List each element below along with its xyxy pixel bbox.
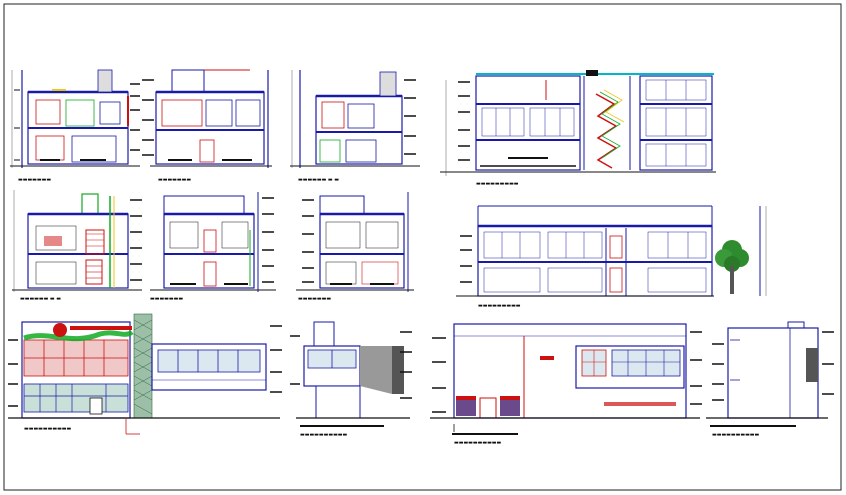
elevation-front: ▬▬▬▬▬▬▬▬▬▬ — [8, 313, 282, 435]
section-a: ▬▬▬▬▬▬▬ — [10, 69, 140, 183]
section-g-title: ▬▬▬▬▬▬▬ — [298, 296, 331, 302]
elevation-rear-title: ▬▬▬▬▬▬▬▬▬▬ — [454, 440, 502, 446]
tree-icon — [715, 240, 749, 294]
section-f: ▬▬▬▬▬▬▬ — [150, 192, 276, 302]
section-d-title: ▬▬▬▬▬▬▬▬▬ — [476, 181, 519, 187]
elevation-side-2-title: ▬▬▬▬▬▬▬▬▬▬ — [712, 432, 760, 438]
section-b: ▬▬▬▬▬▬▬ — [142, 69, 272, 183]
section-f-title: ▬▬▬▬▬▬▬ — [150, 296, 183, 302]
section-e: ▬▬▬▬▬▬ ▬ ▬ — [12, 190, 142, 302]
section-c-title: ▬▬▬▬▬▬ ▬ ▬ — [298, 177, 339, 183]
section-b-title: ▬▬▬▬▬▬▬ — [158, 177, 191, 183]
elevation-rear: ▬▬▬▬▬▬▬▬▬▬ — [430, 323, 702, 446]
elevation-side: ▬▬▬▬▬▬▬▬▬▬ — [290, 321, 412, 438]
section-g: ▬▬▬▬▬▬▬ — [296, 192, 414, 302]
section-d: ▬▬▬▬▬▬▬▬▬ — [440, 70, 716, 187]
elevation-front-title: ▬▬▬▬▬▬▬▬▬▬ — [24, 426, 72, 432]
section-c: ▬▬▬▬▬▬ ▬ ▬ — [290, 70, 420, 183]
section-h — [456, 205, 767, 297]
sheet-border — [3, 3, 842, 491]
elevation-side-title: ▬▬▬▬▬▬▬▬▬▬ — [300, 432, 348, 438]
section-a-title: ▬▬▬▬▬▬▬ — [18, 177, 51, 183]
elevation-side-2: ▬▬▬▬▬▬▬▬▬▬ — [706, 321, 834, 438]
section-h-title: ▬▬▬▬▬▬▬▬▬ — [478, 303, 521, 309]
section-e-title: ▬▬▬▬▬▬ ▬ ▬ — [20, 296, 61, 302]
